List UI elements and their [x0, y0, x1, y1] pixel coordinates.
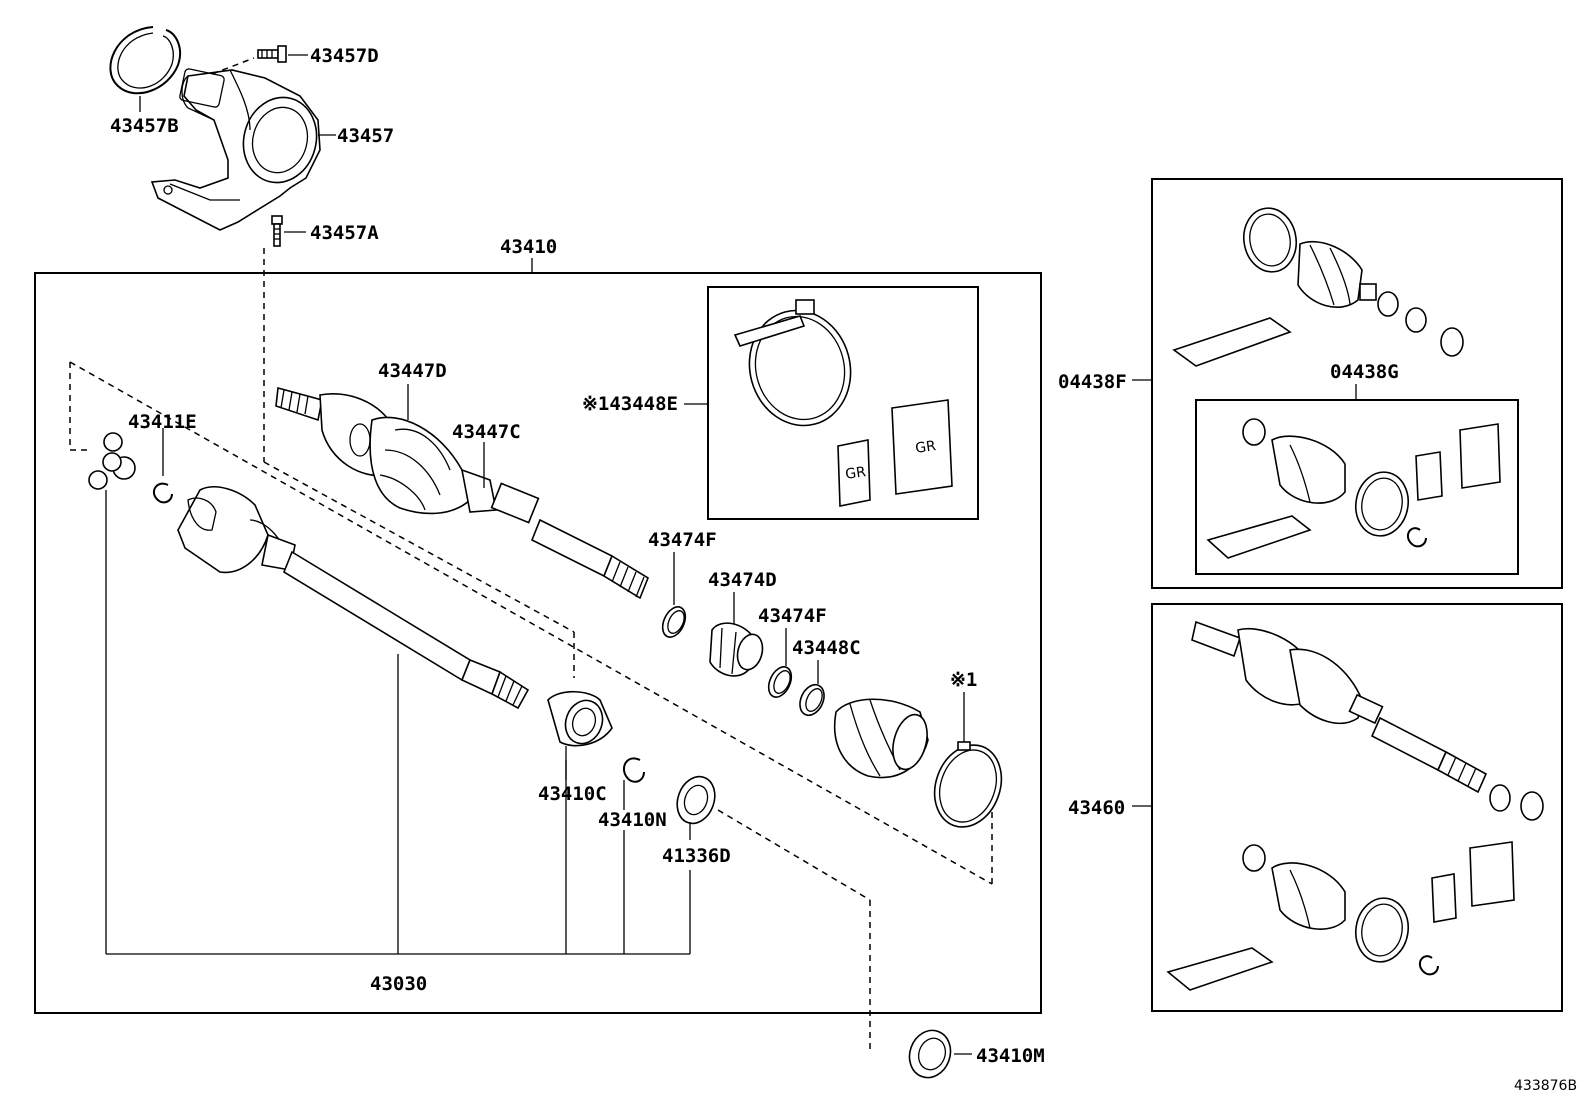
snap-ring-43457B	[109, 26, 182, 95]
outer-cv-joint	[275, 386, 540, 524]
grease-label-large: GR	[891, 399, 953, 495]
grease-label-small: GR	[837, 439, 871, 507]
boot-band	[733, 299, 852, 427]
label-43457A: 43457A	[310, 222, 379, 244]
label-43410C: 43410C	[538, 783, 607, 805]
bearing-bracket-43457	[150, 68, 321, 231]
kit-04438G-parts	[1206, 418, 1501, 559]
inner-joint-housing	[177, 486, 296, 574]
frame-boot-band-kit	[707, 286, 979, 520]
clamp-43448C	[799, 683, 825, 717]
label-43457: 43457	[337, 125, 394, 147]
tripod-43411E	[88, 432, 136, 490]
inner-boot	[834, 698, 929, 779]
label-43474F-a: 43474F	[648, 529, 717, 551]
label-04438G: 04438G	[1330, 361, 1399, 383]
label-43410: 43410	[500, 236, 557, 258]
band-note1	[933, 741, 1003, 828]
bolt-43457D	[257, 45, 287, 63]
svg-text:GR: GR	[844, 464, 867, 483]
label-43474F-b: 43474F	[758, 605, 827, 627]
label-note1: ※1	[950, 669, 977, 691]
snap-ring-43411E	[152, 482, 173, 504]
label-43410M: 43410M	[976, 1045, 1045, 1067]
figure-id: 433876B	[1514, 1078, 1577, 1094]
frame-43460	[1151, 603, 1563, 1012]
svg-text:GR: GR	[914, 438, 937, 457]
label-43447D: 43447D	[378, 360, 447, 382]
label-43411E: 43411E	[128, 411, 197, 433]
label-43030: 43030	[370, 973, 427, 995]
seal-43410M	[908, 1029, 952, 1079]
label-41336D: 41336D	[662, 845, 731, 867]
label-43460: 43460	[1068, 797, 1125, 819]
kit-04438F-parts	[1172, 207, 1464, 367]
frame-04438G	[1195, 399, 1519, 575]
shaft-43030	[283, 550, 530, 710]
label-43448E: ※143448E	[582, 393, 678, 415]
label-43448C: 43448C	[792, 637, 861, 659]
label-43447C: 43447C	[452, 421, 521, 443]
label-43457D: 43457D	[310, 45, 379, 67]
label-43410N: 43410N	[598, 809, 667, 831]
oil-seal-41336D	[676, 775, 716, 825]
clamp-43474F-a	[661, 606, 687, 638]
bearing-43410C	[547, 690, 613, 747]
label-43474D: 43474D	[708, 569, 777, 591]
snap-ring-43410N	[622, 757, 645, 783]
label-04438F: 04438F	[1058, 371, 1127, 393]
label-43457B: 43457B	[110, 115, 179, 137]
frame-04438F	[1151, 178, 1563, 589]
bolt-43457A	[271, 215, 283, 247]
frame-43410	[34, 272, 1042, 1014]
shaft-43447-outer	[530, 518, 649, 600]
clamp-43474F-b	[767, 666, 793, 698]
kit-43460-parts	[1166, 620, 1544, 991]
damper-43474D	[709, 622, 764, 677]
